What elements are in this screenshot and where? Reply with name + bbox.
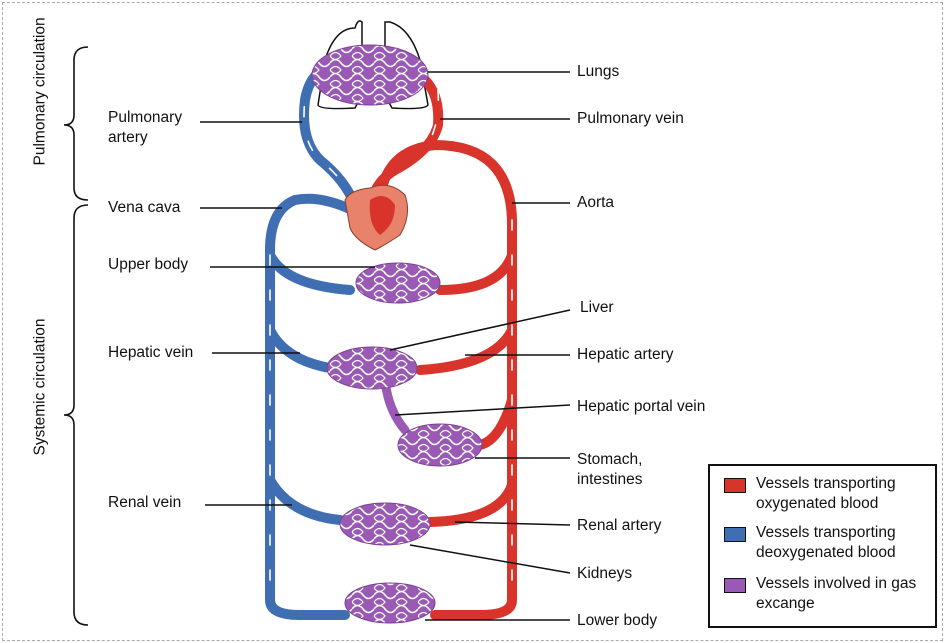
- systemic-circulation-label: Systemic circulation: [31, 318, 49, 456]
- legend-item-oxygenated: Vessels transporting oxygenated blood: [724, 474, 926, 514]
- label-hepatic-portal-vein: Hepatic portal vein: [577, 398, 706, 415]
- systemic-bracket: [63, 204, 89, 626]
- upper-body-capillary-bed: [355, 262, 441, 304]
- label-vena-cava: Vena cava: [108, 199, 181, 216]
- label-aorta: Aorta: [577, 194, 615, 211]
- pulmonary-circulation-label: Pulmonary circulation: [31, 17, 49, 166]
- label-pulmonary-artery: Pulmonary artery: [108, 109, 183, 146]
- legend: Vessels transporting oxygenated blood Ve…: [708, 464, 937, 628]
- kidneys-capillary-bed: [339, 502, 431, 546]
- lungs-capillary-bed: [311, 44, 429, 106]
- label-liver: Liver: [580, 299, 614, 316]
- label-renal-artery: Renal artery: [577, 517, 662, 534]
- legend-item-deoxygenated: Vessels transporting deoxygenated blood: [724, 523, 926, 563]
- stomach-capillary-bed: [397, 423, 483, 467]
- label-kidneys: Kidneys: [577, 565, 633, 582]
- lower-body-capillary-bed: [344, 582, 436, 624]
- aorta-vessel: [375, 139, 517, 620]
- pulmonary-bracket: [63, 46, 89, 201]
- label-stomach-intestines: Stomach, intestines: [577, 451, 643, 488]
- label-hepatic-vein: Hepatic vein: [108, 344, 194, 361]
- liver-capillary-bed: [326, 346, 418, 390]
- label-upper-body: Upper body: [108, 256, 189, 273]
- label-lower-body: Lower body: [577, 612, 658, 629]
- purple-swatch-icon: [724, 578, 746, 593]
- label-renal-vein: Renal vein: [108, 494, 182, 511]
- vena-cava-vessel: [265, 193, 357, 620]
- legend-item-exchange: Vessels involved in gas excange: [724, 574, 921, 614]
- blue-swatch-icon: [724, 527, 746, 542]
- label-lungs: Lungs: [577, 63, 620, 80]
- label-hepatic-artery: Hepatic artery: [577, 346, 674, 363]
- label-pulmonary-vein: Pulmonary vein: [577, 110, 684, 127]
- lungs-outline: [317, 20, 429, 110]
- red-swatch-icon: [724, 478, 746, 493]
